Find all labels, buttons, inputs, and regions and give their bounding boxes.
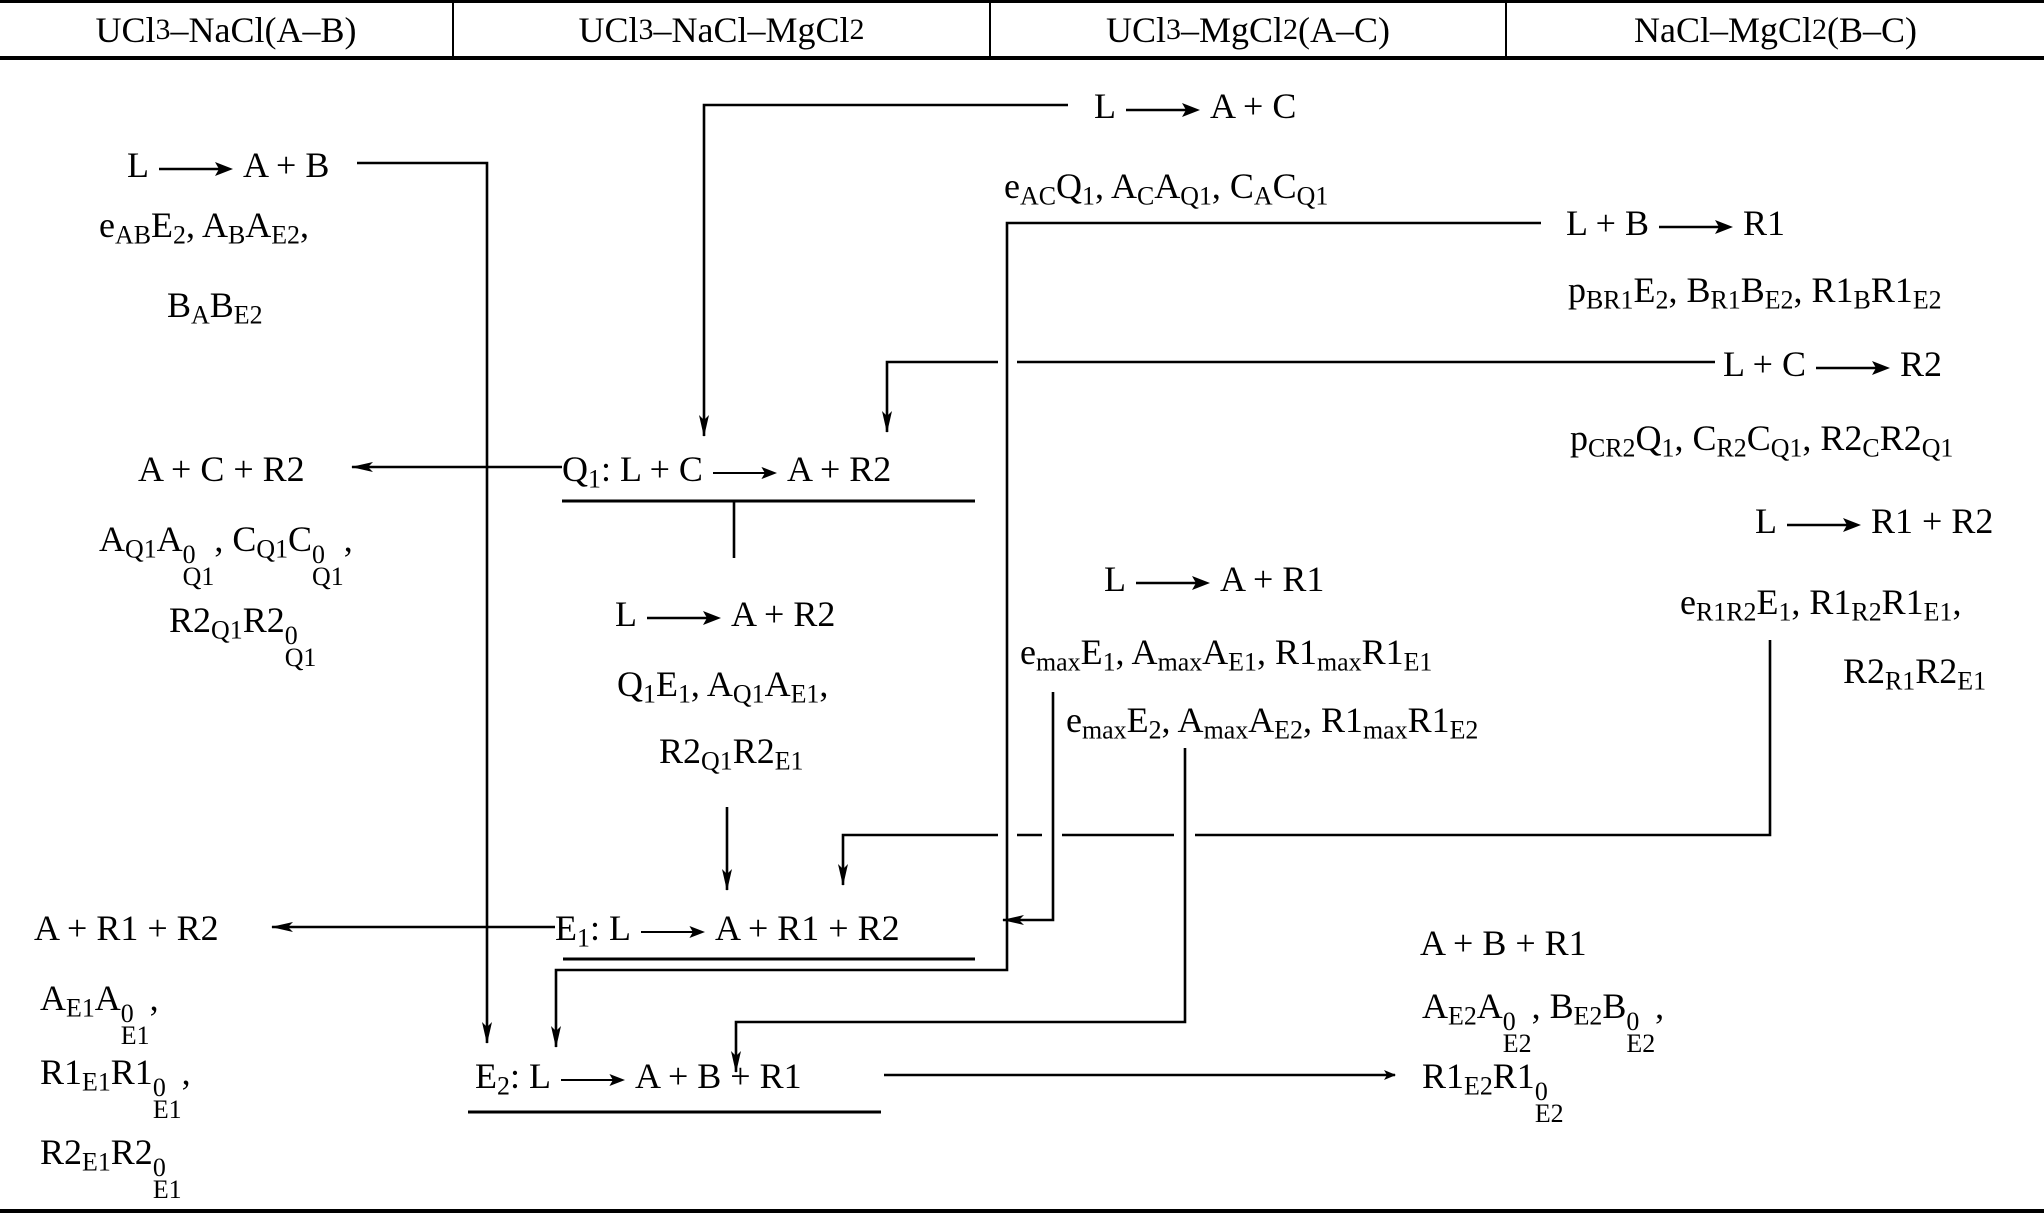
path-br1: pBR1E2, BR1BE2, R1BR1E2 [1568,270,1942,315]
e1-products: A + R1 + R2 [34,908,219,948]
connector-cr2-to-q1-b [882,360,998,433]
path-ar2-2: R2Q1R2E1 [659,731,804,776]
e2-products: A + B + R1 [1420,923,1587,963]
path-r1r2-1: eR1R2E1, R1R2R1E1, [1680,582,1962,627]
connector-ar1-to-e1 [1002,692,1055,925]
arrow-right-icon [1815,360,1890,375]
path-ac: eACQ1, ACAQ1, CACQ1 [1004,166,1329,211]
connector-r1r2-to-e1-d [838,833,998,886]
arrow-right-icon [1787,517,1861,532]
connector-r1r2-to-e1 [1195,640,1772,837]
connector-br1-to-e2 [551,221,1541,1048]
arrow-right-icon [1126,102,1200,117]
connector-ab-to-e2 [357,161,492,1044]
path-r1r2-2: R2R1R2E1 [1843,651,1987,696]
arrow-right-icon [647,610,721,625]
arrow-right-icon [1658,219,1733,234]
bottom-rule [0,1209,2044,1213]
connector-ar1-to-e2 [731,748,1187,1073]
arrow-right-icon [712,466,777,479]
arrow-right-icon [159,161,233,176]
path-ar1-2: emaxE2, AmaxAE2, R1maxR1E2 [1066,700,1479,745]
arrow-right-icon [1136,575,1210,590]
path-cr2: pCR2Q1, CR2CQ1, R2CR2Q1 [1570,418,1954,463]
path-ar2-1: Q1E1, AQ1AE1, [617,664,829,709]
path-ab-1: eABE2, ABAE2, [99,205,310,250]
connector-ac-to-q1 [699,103,1068,437]
arrow-right-icon [640,925,705,938]
path-ab-2: BABE2 [167,285,263,330]
q1-products: A + C + R2 [138,449,305,489]
arrow-right-icon [560,1073,625,1086]
path-ar1-1: emaxE1, AmaxAE1, R1maxR1E1 [1020,632,1433,677]
